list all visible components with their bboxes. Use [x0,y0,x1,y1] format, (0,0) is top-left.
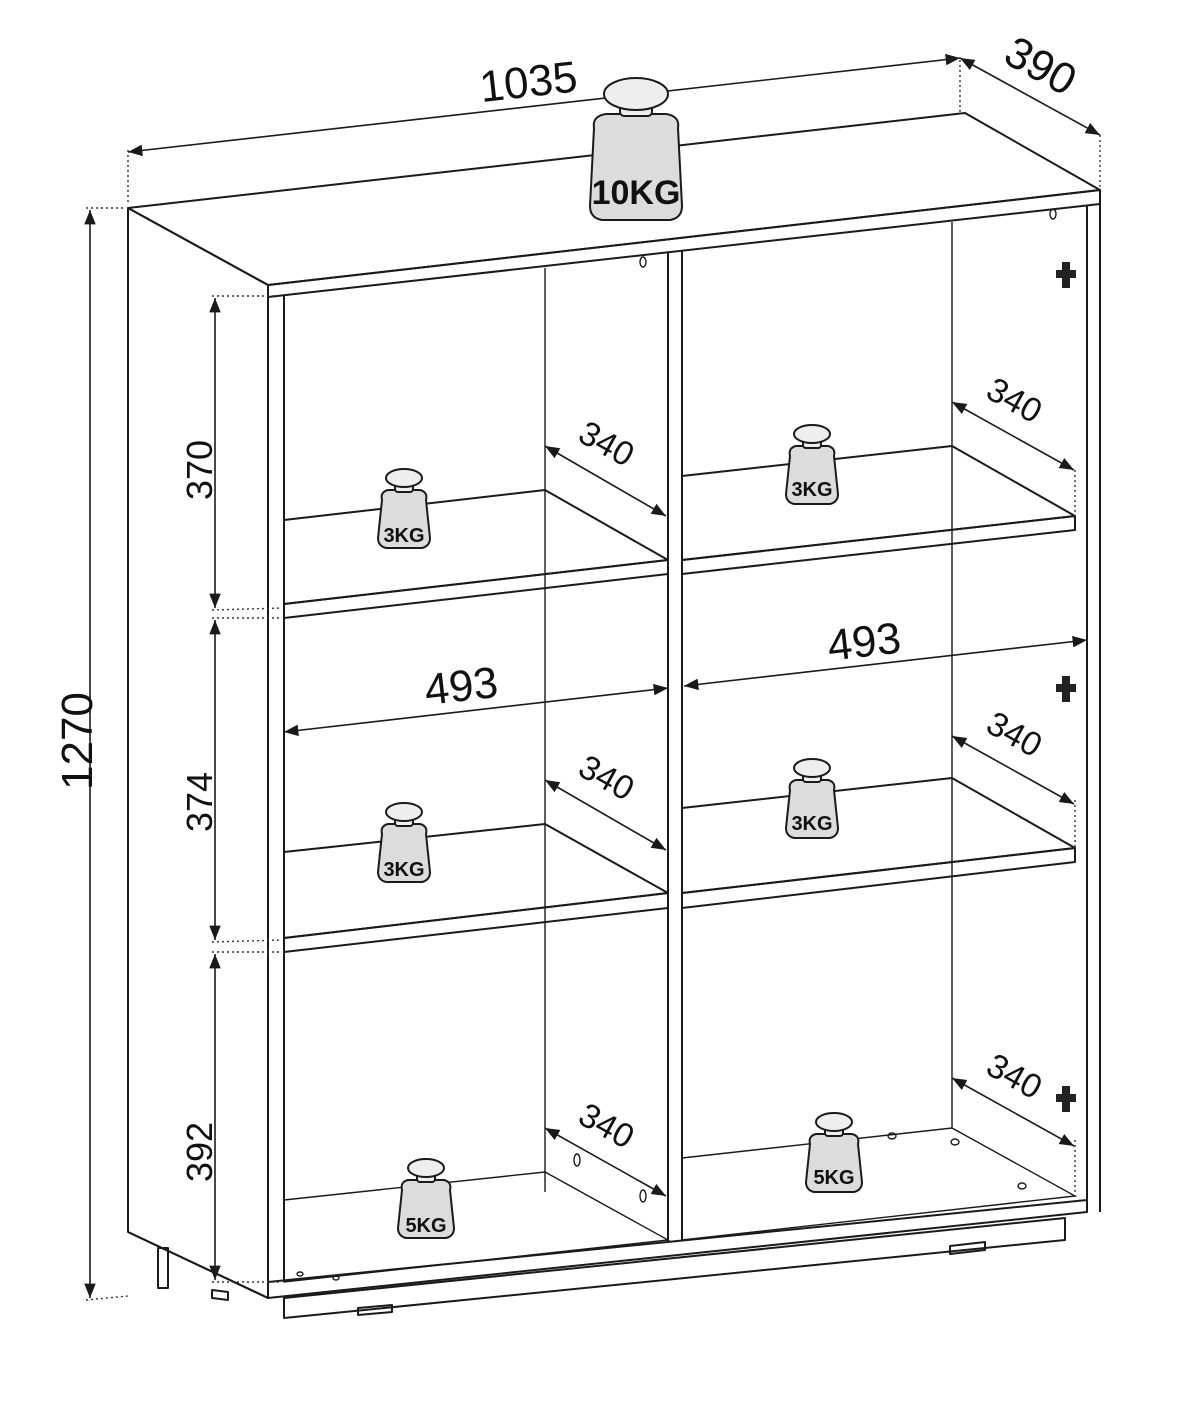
weight-label-right-middle: 3KG [791,813,832,835]
dimension-labels: 1035 390 1270 370 374 392 493 493 340 34… [53,27,1084,1182]
weight-icon: 5KG [804,1112,864,1193]
dim-inner-depth-label: 340 [980,704,1048,765]
dim-shelf-middle-label: 374 [179,772,220,832]
dim-shelf-bottom-label: 392 [179,1122,220,1182]
dim-depth-label: 390 [996,27,1084,105]
dim-inner-width-right-label: 493 [825,614,903,671]
dim-width-line [127,53,961,157]
left-shelves [283,489,671,1283]
dim-width-label: 1035 [477,52,580,112]
dim-inner-depth-label: 340 [572,414,640,475]
dim-inner-depth-label: 340 [572,1096,640,1157]
weight-icon: 3KG [376,802,432,883]
weight-icon: 3KG [784,424,840,505]
right-shelves [681,445,1078,1241]
hinge-icon [1056,1086,1076,1112]
hinge-icon [1056,676,1076,702]
dim-depth-line [959,57,1101,136]
weight-icon: 3KG [784,758,840,839]
dim-inner-depth-label: 340 [980,1046,1048,1107]
weight-label-left-middle: 3KG [383,859,424,881]
dim-shelf-top-label: 370 [179,440,220,500]
weight-label-top: 10KG [592,174,681,212]
hardware-details [296,208,1076,1281]
weight-icon: 3KG [376,468,432,549]
weight-icon: 10KG [588,77,684,221]
weight-label-left-top: 3KG [383,525,424,547]
hinge-icon [1056,262,1076,288]
center-divider [667,251,683,1242]
dim-inner-depth-label: 340 [980,370,1048,431]
weight-label-left-bottom: 5KG [405,1215,446,1237]
cabinet-outline [127,112,1101,1319]
dimension-lines [84,53,1101,1301]
dim-height-label: 1270 [53,692,102,790]
weight-icon: 5KG [396,1158,456,1239]
weight-label-right-top: 3KG [791,479,832,501]
dim-inner-width-left-label: 493 [422,658,500,715]
back-panel-lines [544,222,953,1192]
weight-label-right-bottom: 5KG [813,1167,854,1189]
dim-inner-depth-label: 340 [572,748,640,809]
